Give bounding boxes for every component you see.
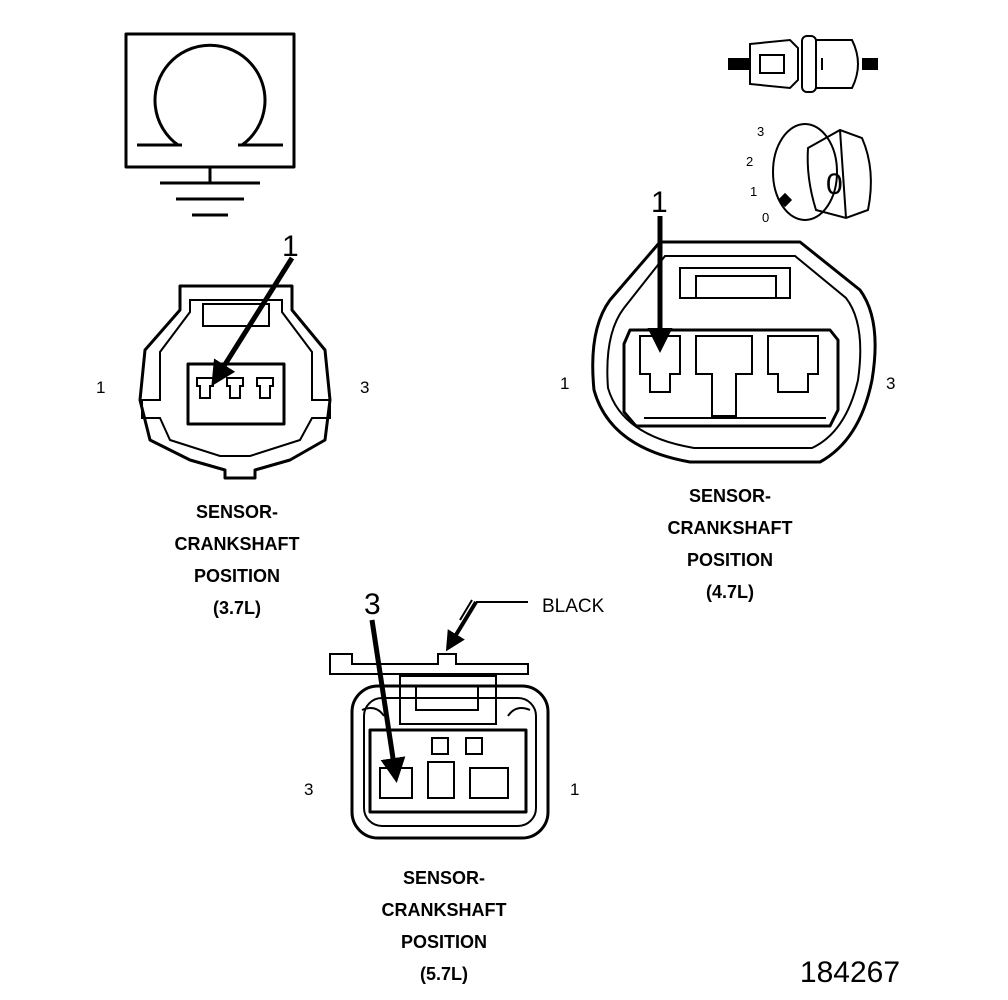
callout-number: 1 xyxy=(282,230,299,263)
switch-legend: 3 2 1 0 0 xyxy=(746,123,872,225)
switch-knob-label: 0 xyxy=(826,168,843,201)
caption-line-3: POSITION xyxy=(401,932,487,952)
callout-number: 1 xyxy=(651,186,668,219)
pin-label-right: 1 xyxy=(570,780,579,799)
pin-label-right: 3 xyxy=(886,374,895,393)
caption-line-2: CRANKSHAFT xyxy=(668,518,793,538)
caption-line-1: SENSOR- xyxy=(403,868,485,888)
caption-line-4: (3.7L) xyxy=(213,598,261,618)
caption-line-4: (4.7L) xyxy=(706,582,754,602)
pin-label-right: 3 xyxy=(360,378,369,397)
caption-line-4: (5.7L) xyxy=(420,964,468,984)
connector-5-7l: 3 BLACK 3 1 SENSOR- CRANKSHAFT POSITION … xyxy=(304,588,605,984)
color-label: BLACK xyxy=(542,596,605,617)
switch-position-0: 0 xyxy=(762,210,769,225)
switch-position-3: 3 xyxy=(757,124,764,139)
connector-4-7l: 1 1 3 SENSOR- CRANKSHAFT POSITION (4.7L) xyxy=(560,186,895,602)
caption-line-3: POSITION xyxy=(687,550,773,570)
caption-line-3: POSITION xyxy=(194,566,280,586)
caption-line-2: CRANKSHAFT xyxy=(382,900,507,920)
caption-line-1: SENSOR- xyxy=(689,486,771,506)
connector-icon xyxy=(728,35,878,93)
callout-number: 3 xyxy=(364,588,381,621)
figure-id: 184267 xyxy=(800,956,900,989)
switch-position-1: 1 xyxy=(750,184,757,199)
caption-line-2: CRANKSHAFT xyxy=(175,534,300,554)
connector-3-7l: 1 1 3 SENSOR- CRANKSHAFT POSITION (3.7L) xyxy=(96,230,369,618)
pin-label-left: 3 xyxy=(304,780,313,799)
switch-position-2: 2 xyxy=(746,154,753,169)
caption-line-1: SENSOR- xyxy=(196,502,278,522)
pin-label-left: 1 xyxy=(96,378,105,397)
pin-label-left: 1 xyxy=(560,374,569,393)
ground-symbol xyxy=(124,32,296,217)
